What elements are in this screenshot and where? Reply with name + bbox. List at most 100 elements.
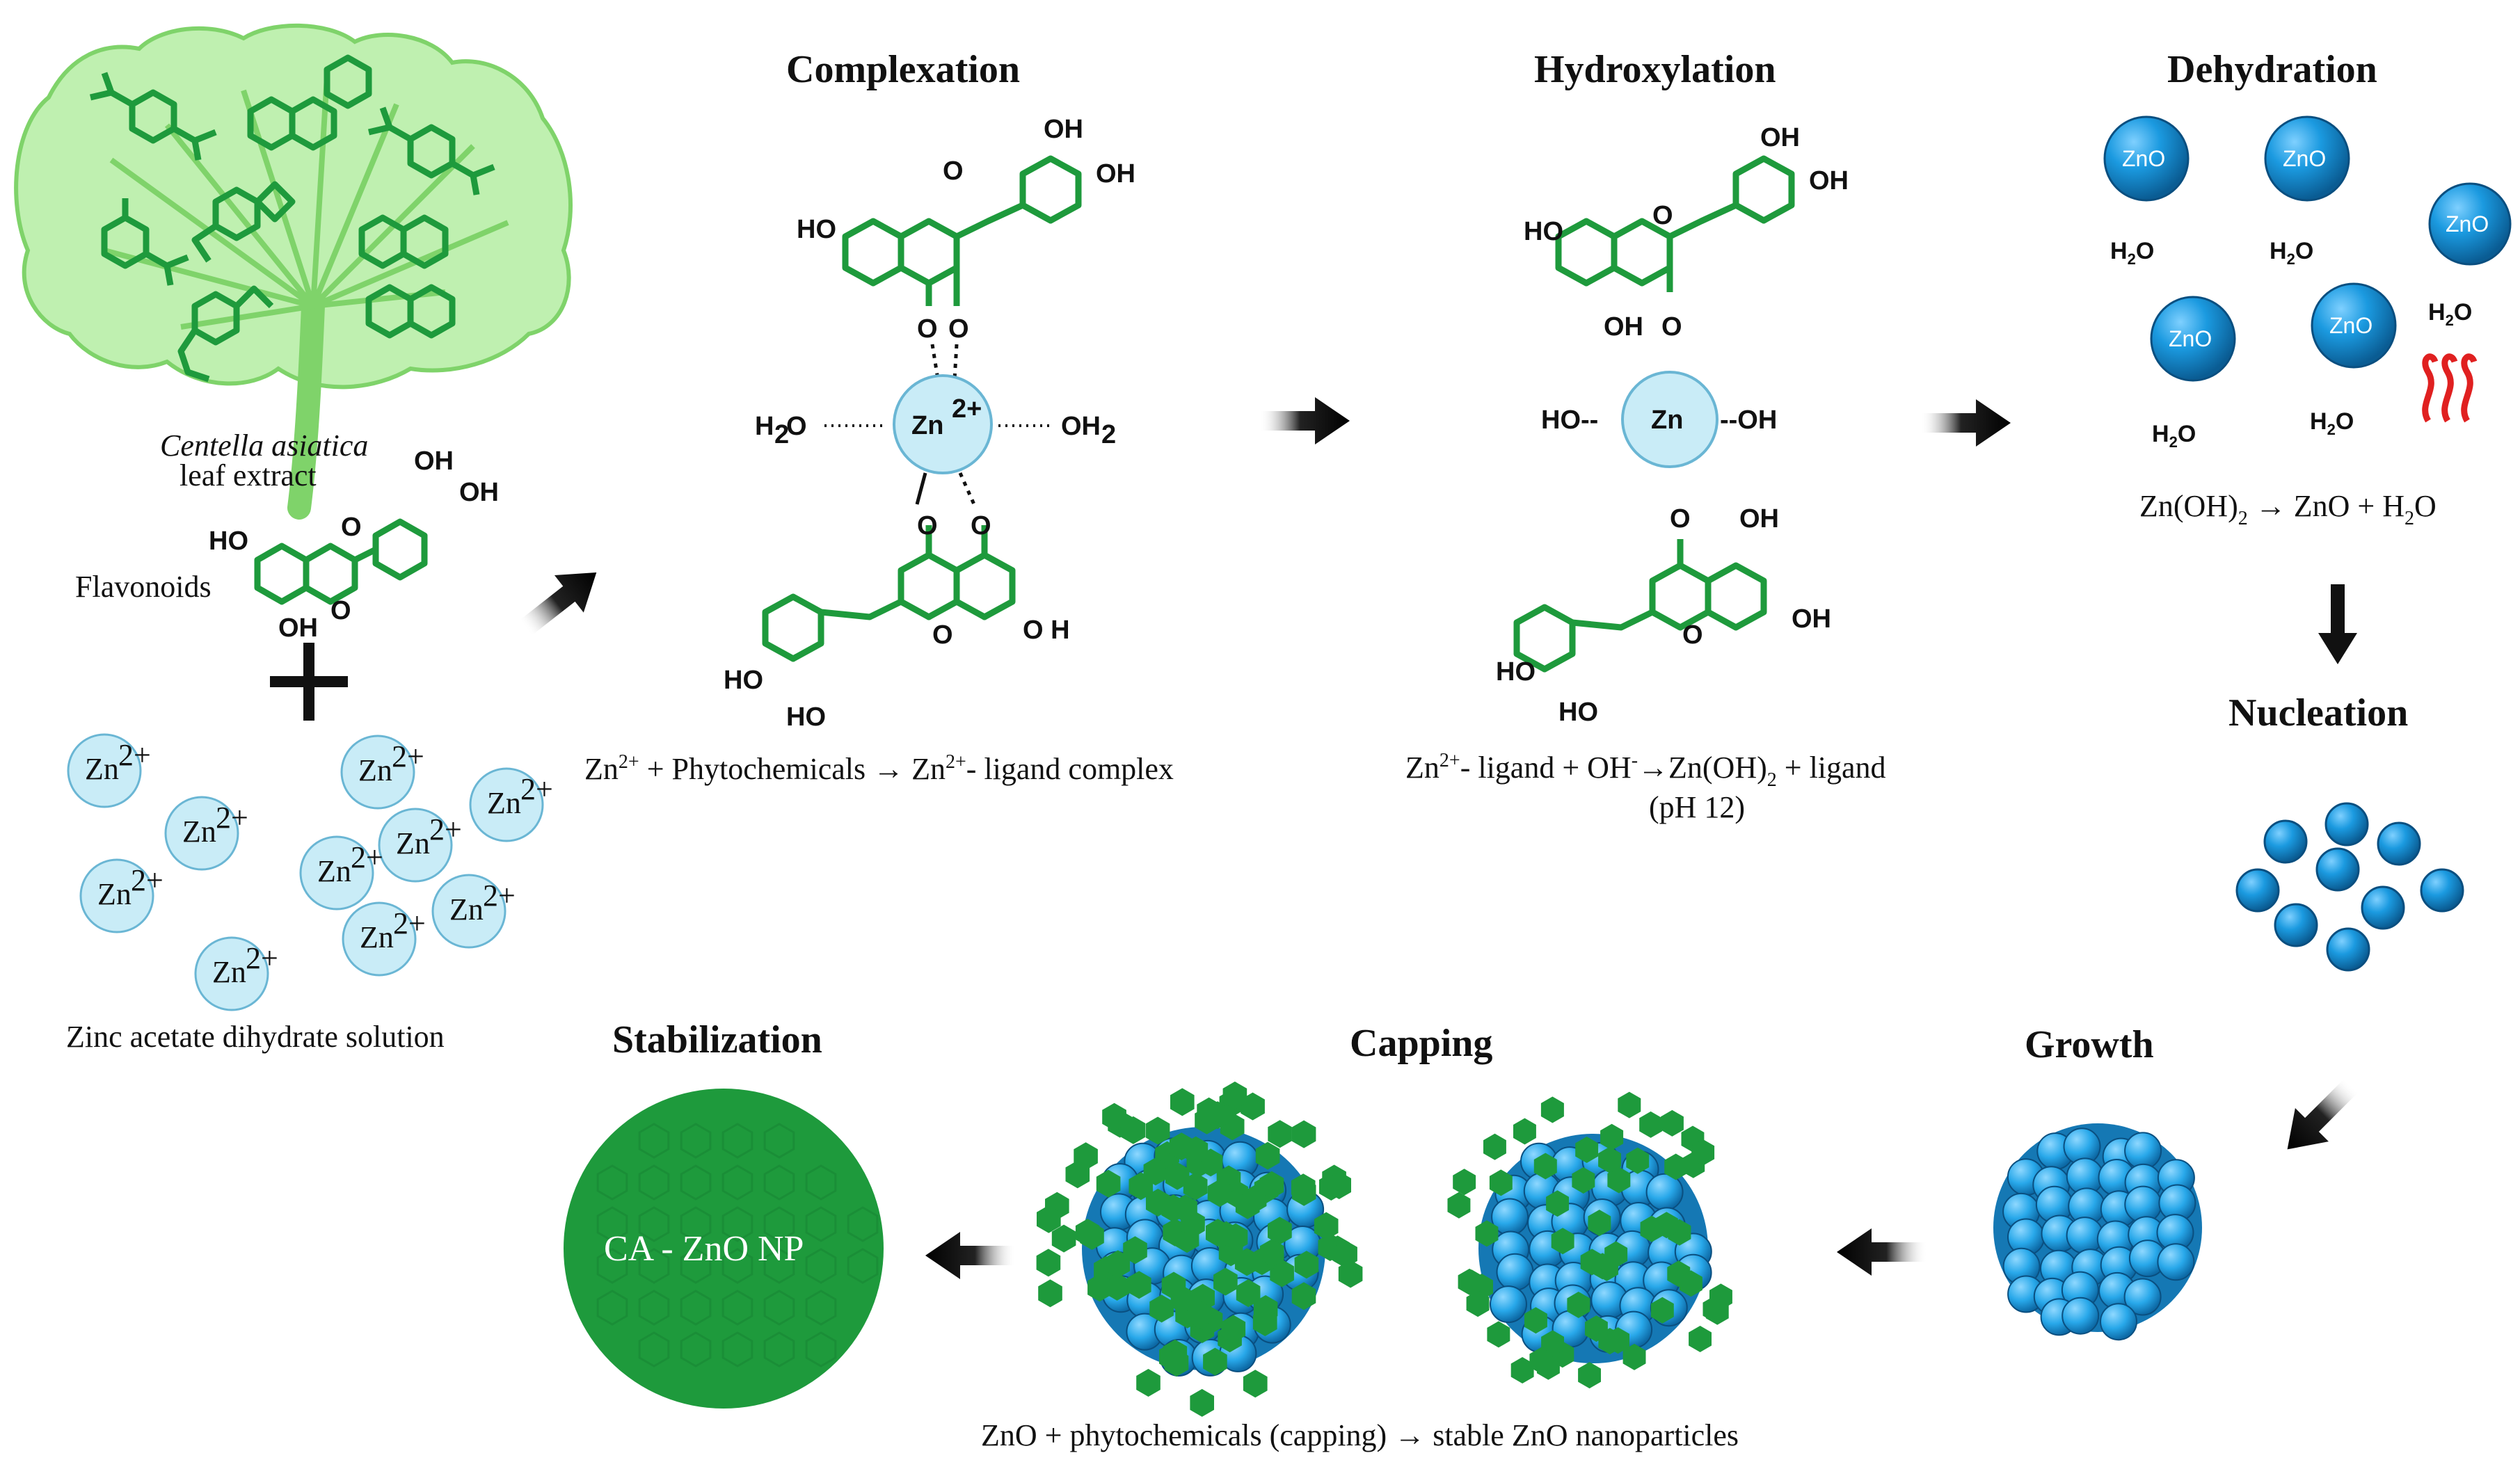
- cx-water-right-sub: 2: [1101, 420, 1116, 449]
- phytochemical-hexagon: [1165, 1162, 1190, 1190]
- phytochemical-hexagon: [1327, 1171, 1351, 1199]
- surface-hexagon: [680, 1290, 712, 1326]
- surface-hexagon: [596, 1248, 628, 1284]
- phytochemical-hexagon: [1567, 1292, 1590, 1318]
- cx-water-left-sub: 2: [774, 420, 789, 449]
- phytochemical-hexagon: [1222, 1081, 1247, 1109]
- zno-ball: [1496, 1253, 1534, 1291]
- phytochemical-hexagon: [1598, 1146, 1621, 1173]
- equation-dehydration: Zn(OH)2 → ZnO + H2O: [2139, 489, 2437, 529]
- cx-water-right: OH: [1061, 412, 1101, 441]
- phytochemical-hexagon: [1213, 1267, 1238, 1296]
- cx-zn: Zn: [911, 411, 943, 440]
- hx-o-bottom: O: [1670, 504, 1691, 534]
- surface-hexagon: [763, 1123, 795, 1159]
- heading-complexation: Complexation: [786, 48, 1020, 91]
- phytochemical-hexagon: [1489, 1169, 1513, 1196]
- cx-o-d: O: [971, 511, 991, 540]
- hx-oh-2: OH: [1809, 166, 1849, 195]
- surface-hexagon: [721, 1248, 753, 1284]
- phytochemical-hexagon: [1221, 1315, 1246, 1343]
- flav-oh-top: OH: [414, 447, 454, 476]
- flavonoids-label: Flavonoids: [75, 570, 212, 604]
- complexation-structure: HO OH OH O O O Zn 2+ H 2 O OH 2 O O O H …: [724, 115, 1135, 732]
- surface-hexagon: [763, 1331, 795, 1367]
- phytochemical-hexagon: [1572, 1167, 1595, 1194]
- hx-ho-left2: HO: [1558, 698, 1598, 727]
- leaf-extract-label: leaf extract: [180, 458, 317, 492]
- surface-hexagon: [680, 1123, 712, 1159]
- phytochemical-hexagon: [1291, 1178, 1316, 1206]
- phytochemical-hexagon: [1187, 1300, 1212, 1329]
- equation-hydroxylation: Zn2+- ligand + OH-→Zn(OH)2 + ligand (pH …: [1405, 750, 1886, 824]
- growth-cluster: [1993, 1123, 2202, 1341]
- stabilized-label: CA - ZnO NP: [604, 1229, 804, 1269]
- cx-o-c: O: [917, 511, 938, 540]
- zn-ion: Zn: [449, 892, 484, 926]
- phytochemical-hexagon: [1664, 1153, 1688, 1180]
- zn-ion: Zn: [85, 752, 119, 786]
- phytochemical-hexagon: [1234, 1248, 1259, 1276]
- centella-leaf: Centella asiatica leaf extract: [14, 23, 573, 520]
- phytochemical-hexagon: [1533, 1153, 1557, 1180]
- phytochemical-hexagon: [1654, 1212, 1678, 1239]
- phytochemical-hexagon: [1203, 1347, 1227, 1376]
- zn-ion-charge: 2+: [131, 863, 164, 897]
- phytochemical-hexagon: [1487, 1321, 1510, 1348]
- heading-stabilization: Stabilization: [612, 1018, 822, 1061]
- phytochemical-hexagon: [1207, 1179, 1232, 1208]
- phytochemical-hexagon: [1170, 1088, 1195, 1116]
- phytochemical-hexagon: [1136, 1369, 1161, 1397]
- hx-ho-dash: HO--: [1541, 406, 1598, 435]
- surface-hexagon: [596, 1206, 628, 1242]
- zn-ion: Zn: [317, 854, 351, 888]
- phytochemical-hexagon: [1705, 1298, 1729, 1325]
- phytochemical-hexagon: [1580, 1249, 1604, 1276]
- phytochemical-hexagon: [1181, 1210, 1205, 1238]
- phytochemical-hexagon: [1607, 1166, 1631, 1194]
- equation-complexation: Zn2+ + Phytochemicals → Zn2+- ligand com…: [584, 751, 1174, 786]
- phytochemical-hexagon: [1541, 1330, 1564, 1357]
- arrow-to-stabilization: [925, 1232, 1016, 1279]
- water-label: H2O: [2428, 299, 2472, 329]
- phytochemical-hexagon: [1145, 1116, 1170, 1145]
- phytochemical-hexagon: [1483, 1133, 1506, 1160]
- surface-hexagon: [638, 1290, 670, 1326]
- zno-ball: [2124, 1132, 2162, 1170]
- hx-zn: Zn: [1651, 406, 1683, 435]
- phytochemical-hexagon: [1691, 1139, 1715, 1166]
- surface-hexagon: [680, 1331, 712, 1367]
- phytochemical-hexagon: [1510, 1357, 1534, 1383]
- hx-dash-oh: --OH: [1720, 406, 1777, 435]
- phytochemical-hexagon: [1600, 1123, 1624, 1150]
- phytochemical-hexagon: [1291, 1120, 1316, 1148]
- zn-ion: Zn: [182, 815, 216, 849]
- stabilized-nanoparticle: CA - ZnO NP: [564, 1089, 884, 1409]
- cx-o-ring-top: O: [943, 157, 964, 186]
- surface-hexagon: [763, 1164, 795, 1201]
- phytochemical-hexagon: [1036, 1249, 1061, 1277]
- surface-hexagon: [805, 1206, 837, 1242]
- phytochemical-hexagon: [1689, 1326, 1712, 1352]
- ph-label: (pH 12): [1649, 790, 1745, 824]
- zn-ion-charge: 2+: [351, 840, 383, 874]
- surface-hexagon: [596, 1290, 628, 1326]
- arrow-to-capping: [1837, 1228, 1927, 1276]
- phytochemical-hexagon: [1183, 1136, 1209, 1164]
- zn-ion-charge: 2+: [392, 739, 424, 773]
- heading-dehydration: Dehydration: [2167, 48, 2377, 91]
- capping-particle-right: [1447, 1091, 1732, 1389]
- flav-o-ring: O: [341, 513, 362, 542]
- phytochemical-hexagon: [1453, 1169, 1476, 1196]
- zn-ion-charge: 2+: [429, 812, 462, 847]
- arrow-to-growth: [2270, 1068, 2368, 1166]
- zn-ion: Zn: [358, 753, 392, 787]
- phytochemical-hexagon: [1096, 1169, 1121, 1198]
- cx-o-ring-bottom: O: [932, 620, 953, 650]
- surface-hexagon: [638, 1123, 670, 1159]
- zn-ion: Zn: [97, 877, 131, 911]
- phytochemical-hexagon: [1243, 1370, 1268, 1398]
- phytochemical-hexagon: [1680, 1270, 1702, 1297]
- flav-oh-bottom: OH: [278, 613, 318, 643]
